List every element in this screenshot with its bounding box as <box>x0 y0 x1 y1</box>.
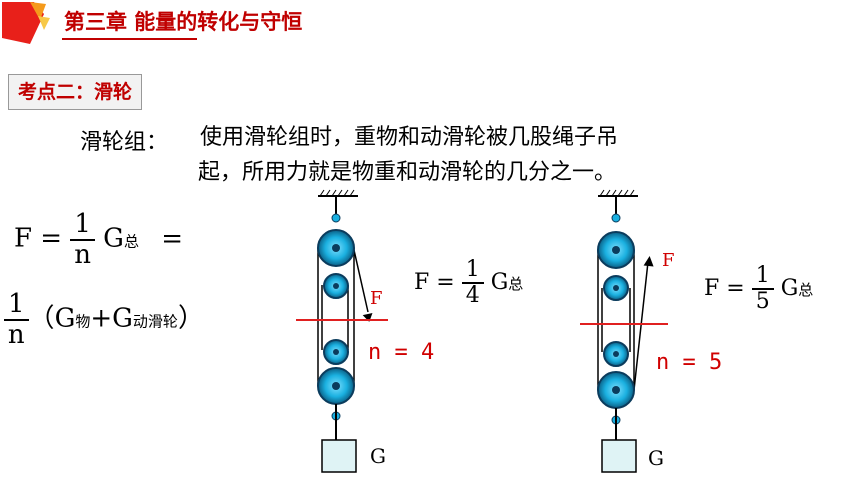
fraction-numerator: 1 <box>70 210 95 241</box>
left-formula-g: G <box>490 270 509 296</box>
right-weight-box <box>601 439 637 473</box>
g-symbol: G <box>103 223 124 254</box>
formula-lhs: F = <box>14 223 63 254</box>
left-ropes <box>317 248 369 386</box>
right-n-label: n = 5 <box>656 350 723 375</box>
left-formula-g-sub: 总 <box>508 275 524 294</box>
open-paren: （ <box>28 303 55 334</box>
right-pulley-system <box>580 189 668 473</box>
left-force-arrow <box>362 313 373 322</box>
left-ceiling-hatch <box>319 189 355 197</box>
left-fraction: 1 4 <box>461 257 484 309</box>
right-formula-g: G <box>780 276 799 302</box>
right-ceiling-hatch <box>599 189 635 197</box>
left-formula-lhs: F = <box>414 270 455 296</box>
right-fraction: 1 5 <box>751 263 774 315</box>
left-formula: F = 1 4 G总 <box>414 257 524 309</box>
left-fraction-numerator: 1 <box>461 257 484 285</box>
left-force-label: F <box>370 288 383 309</box>
g-pulley-subscript: 动滑轮 <box>132 312 178 331</box>
equals-sign: = <box>161 223 184 254</box>
right-force-label: F <box>662 250 675 271</box>
right-hook-link <box>611 213 621 223</box>
left-weight-label: G <box>370 444 386 468</box>
left-n-label: n = 4 <box>368 340 435 365</box>
g-subscript: 总 <box>123 232 139 251</box>
general-formula-line-2: 1 n （G物+G动滑轮） <box>4 290 204 349</box>
close-paren: ） <box>177 303 204 334</box>
topic-label: 考点二：滑轮 <box>8 74 143 110</box>
general-formula-line-1: F = 1 n G总 = <box>14 210 183 269</box>
g-object: G <box>54 303 76 334</box>
title-underline <box>62 38 197 40</box>
right-ropes <box>597 250 649 391</box>
right-formula-lhs: F = <box>704 276 745 302</box>
left-hook-link <box>331 213 341 223</box>
right-fraction-numerator: 1 <box>751 263 774 291</box>
plus-g: +G <box>90 303 133 334</box>
right-formula: F = 1 5 G总 <box>704 263 814 315</box>
left-fraction-denominator: 4 <box>465 283 480 309</box>
right-fraction-denominator: 5 <box>755 289 770 315</box>
right-weight-label: G <box>648 446 664 470</box>
left-weight-box <box>321 439 357 473</box>
fraction-numerator-2: 1 <box>4 290 29 321</box>
right-force-arrow <box>643 256 654 267</box>
definition-line-2: 起，所用力就是物重和动滑轮的几分之一。 <box>198 160 617 185</box>
fraction-1-over-n-2: 1 n <box>4 290 29 349</box>
fraction-1-over-n: 1 n <box>70 210 95 269</box>
fraction-denominator-2: n <box>7 319 25 350</box>
right-formula-g-sub: 总 <box>798 281 814 300</box>
g-object-subscript: 物 <box>75 312 91 331</box>
logo-icon <box>2 2 50 44</box>
left-pulley-system <box>296 189 388 473</box>
definition-term: 滑轮组： <box>80 130 169 155</box>
fraction-denominator: n <box>74 239 91 270</box>
chapter-title: 第三章 能量的转化与守恒 <box>64 10 303 34</box>
definition-line-1: 使用滑轮组时，重物和动滑轮被几股绳子吊 <box>200 125 619 150</box>
